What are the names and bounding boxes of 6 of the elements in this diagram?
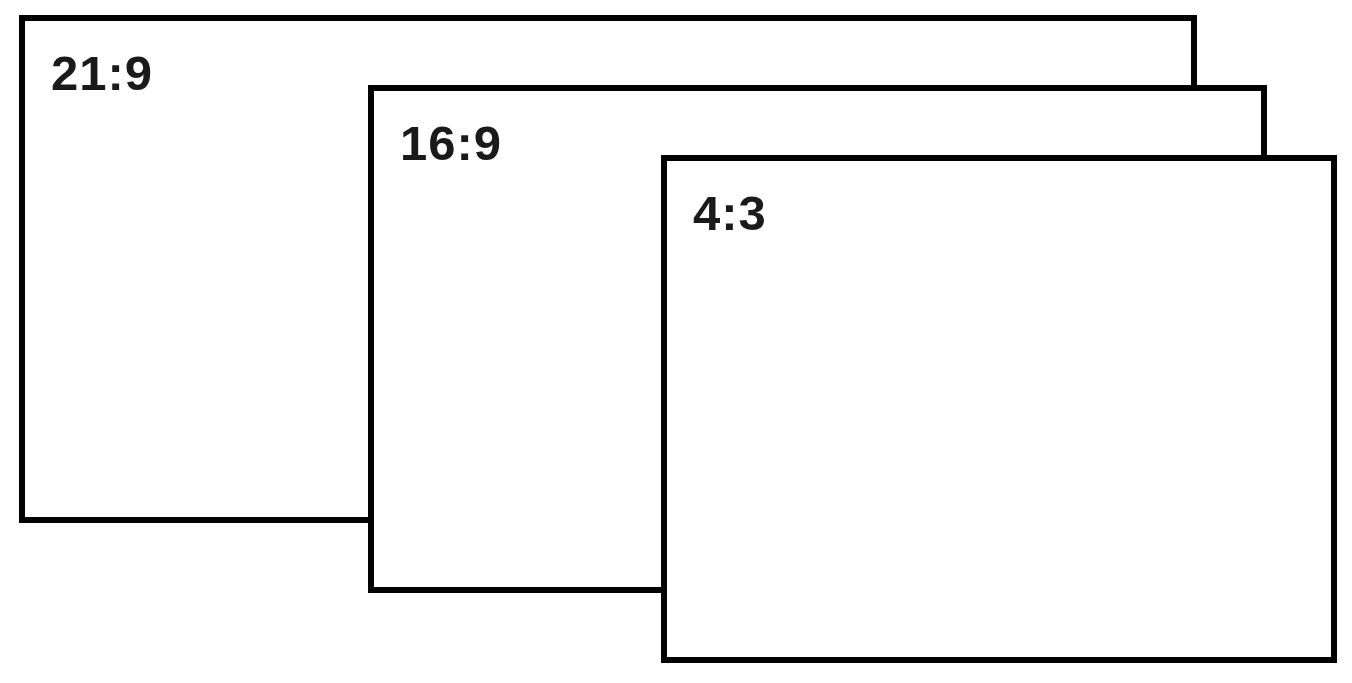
screen-frame [368,85,1267,593]
screen-frame [19,15,1197,523]
screen-frame [661,155,1337,663]
aspect-ratio-label: 16:9 [400,119,503,168]
aspect-ratio-label: 4:3 [693,189,767,238]
aspect-ratio-label: 21:9 [51,49,154,98]
